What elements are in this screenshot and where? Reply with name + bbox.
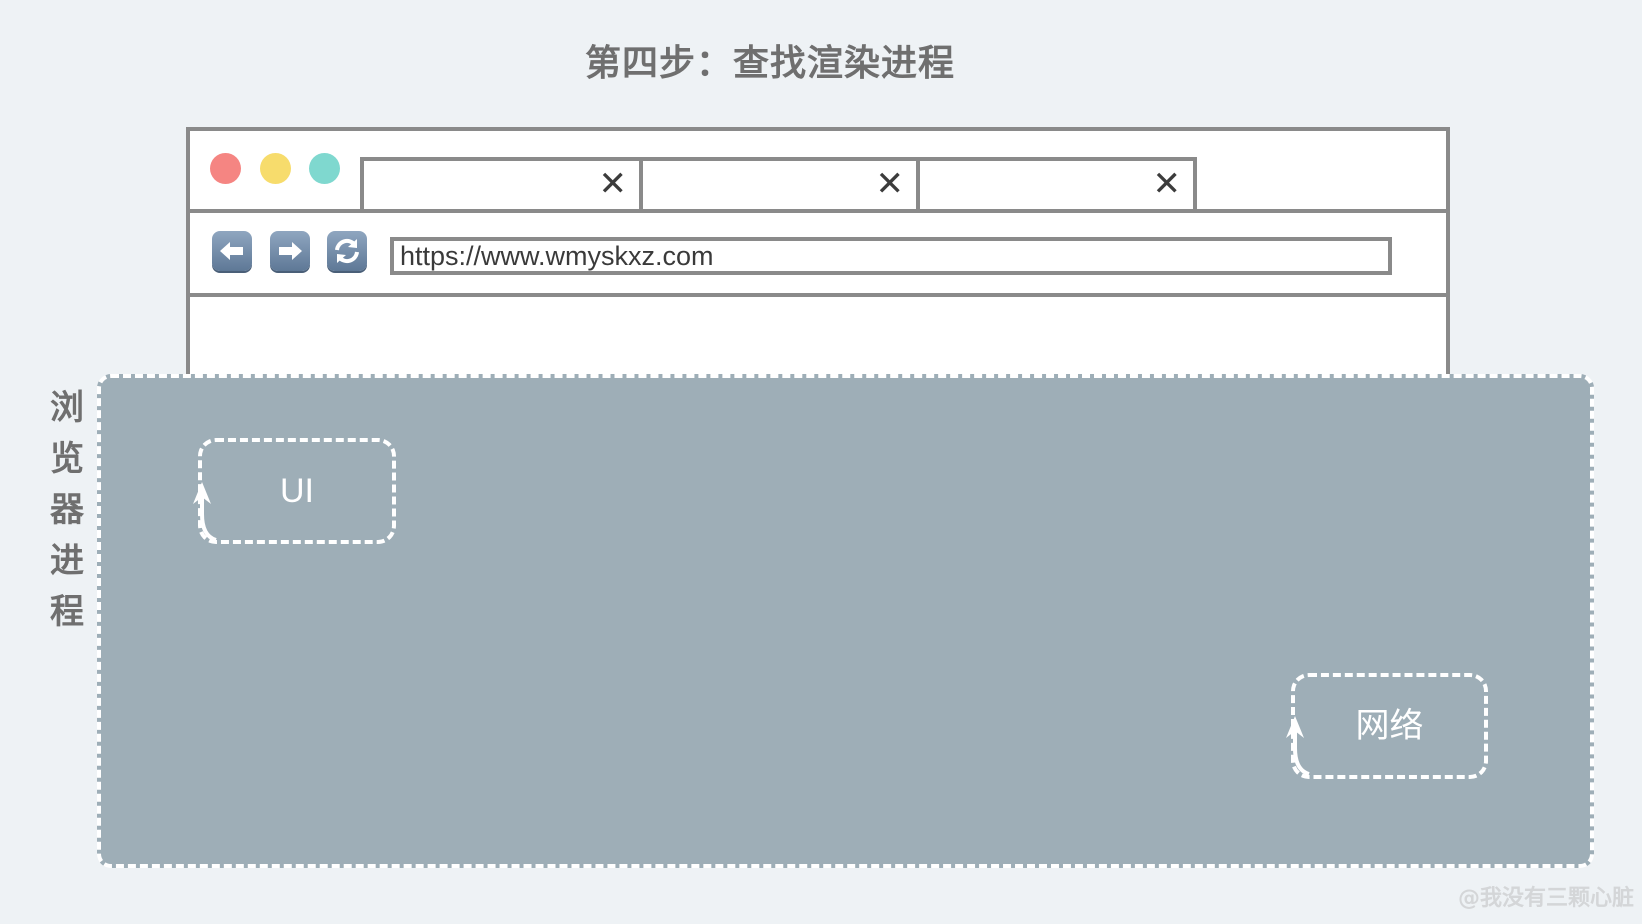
- close-icon[interactable]: ✕: [875, 164, 905, 204]
- tab-1[interactable]: ✕: [360, 157, 643, 209]
- browser-window: ✕ ✕ ✕ https://www.wmyskxz.: [186, 127, 1450, 407]
- tab-2[interactable]: ✕: [639, 157, 920, 209]
- close-window-dot[interactable]: [210, 153, 241, 184]
- ui-arrow-icon: [193, 482, 217, 542]
- reload-icon[interactable]: [327, 231, 367, 271]
- browser-process-label: 浏览器进程: [45, 383, 89, 638]
- ui-module-label: UI: [280, 472, 314, 510]
- back-icon[interactable]: [212, 231, 252, 271]
- minimize-window-dot[interactable]: [260, 153, 291, 184]
- page-title: 第四步：查找渲染进程: [584, 43, 955, 84]
- watermark: @我没有三颗心脏: [1457, 886, 1634, 911]
- maximize-window-dot[interactable]: [309, 153, 340, 184]
- close-icon[interactable]: ✕: [598, 164, 628, 204]
- close-icon[interactable]: ✕: [1152, 164, 1182, 204]
- network-module-label: 网络: [1355, 706, 1424, 746]
- network-arrow-icon: [1286, 716, 1310, 776]
- address-bar[interactable]: https://www.wmyskxz.com: [390, 237, 1392, 275]
- forward-icon[interactable]: [270, 231, 310, 271]
- navigation-bar: https://www.wmyskxz.com: [190, 213, 1446, 297]
- browser-process-region: [97, 374, 1594, 868]
- tab-bar: ✕ ✕ ✕: [190, 131, 1446, 213]
- process-label-text: 浏览器进程: [50, 388, 84, 632]
- tab-3[interactable]: ✕: [916, 157, 1197, 209]
